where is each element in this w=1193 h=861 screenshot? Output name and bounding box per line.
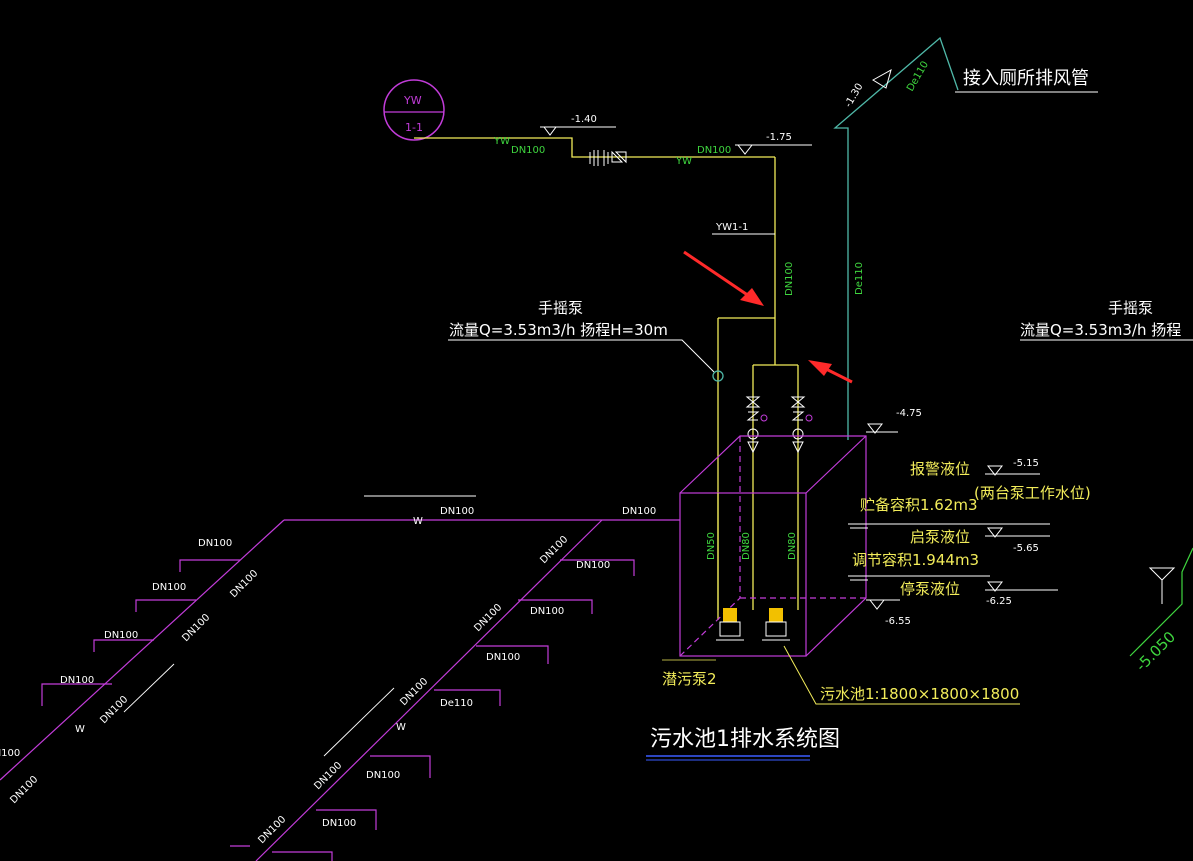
two-pump-level-label: (两台泵工作水位) [974,484,1091,502]
start-level-label: 启泵液位 [910,528,970,546]
pump-valves [745,396,806,454]
pump-discharge-manifold [752,318,799,610]
vent-pipe-label: 接入厕所排风管 [963,68,1089,89]
w-label-main: W [413,516,423,527]
w-label-right: W [396,722,406,733]
dn100-vert-label: DN100 [784,262,795,296]
yw-riser-symbol: YW 1-1 [383,79,445,141]
hand-pump-right-spec: 流量Q=3.53m3/h 扬程 [1020,321,1181,339]
dn100-branch-9: DN100 [322,818,356,829]
regulating-volume-label: 调节容积1.944m3 [852,551,979,569]
dn100-diag-7: DN100 [398,676,430,708]
submersible-pump-1 [716,608,744,641]
hand-pump-right-group: 手摇泵 流量Q=3.53m3/h 扬程 [1020,299,1193,341]
hand-pump-spec: 流量Q=3.53m3/h 扬程H=30m [449,321,668,339]
dn100-left-edge: DN100 [0,748,20,759]
red-arrow-1 [683,250,764,306]
elev-label-475: -4.75 [896,408,922,419]
dn100-branch-3: DN100 [104,630,138,641]
dn100-diag-2: DN100 [180,612,212,644]
yw-label-1: YW [493,136,510,147]
submersible-pump-2 [762,608,790,641]
yw-circle-top: YW [403,94,422,107]
sewage-pool-box [679,435,867,657]
dn50-label: DN50 [706,532,717,560]
dn100-diag-4: DN100 [8,774,40,806]
dn100-branch-4: DN100 [60,675,94,686]
dn100-diag-1: DN100 [228,568,260,600]
hand-pump-group: 手摇泵 流量Q=3.53m3/h 扬程H=30m [448,299,775,620]
top-drain-pipe: YW DN100 YW DN100 -1.40 -1.75 YW1-1 DN10… [414,114,812,318]
yw-circle-bottom: 1-1 [405,121,423,134]
drawing-title-group: 污水池1排水系统图 [646,727,840,761]
elev-label-140: -1.40 [571,114,597,125]
drawing-title: 污水池1排水系统图 [650,727,840,752]
dn100-branch-2: DN100 [152,582,186,593]
yw1-1-label: YW1-1 [715,222,748,233]
de110-branch: De110 [440,698,473,709]
elev-label-515: -5.15 [1013,458,1039,469]
dn100-label-1: DN100 [511,145,545,156]
dn100-diag-8: DN100 [312,760,344,792]
dn100-diag-6: DN100 [472,602,504,634]
storage-volume-label: 贮备容积1.62m3 [860,496,978,514]
right-edge-fragment: -5.050 [1129,547,1193,675]
dn100-diag-9: DN100 [256,814,288,846]
elev-label-565: -5.65 [1013,543,1039,554]
dn100-branch-8: DN100 [366,770,400,781]
dn80-label-1: DN80 [741,532,752,560]
drain-leaders [123,495,476,757]
level-annotations [848,423,1058,610]
dn80-label-2: DN80 [787,532,798,560]
vent-de110-vert-label: De110 [854,262,865,295]
hand-pump-title: 手摇泵 [538,299,583,317]
elev-marker-175 [735,144,812,155]
vent-pipe-group: 接入厕所排风管 De110 -1.30 De110 [833,36,1098,440]
gate-valve-symbol [589,150,627,166]
elev-label-5050: -5.050 [1132,628,1179,675]
red-arrow-2 [808,360,853,384]
dn100-main-2: DN100 [622,506,656,517]
alarm-level-label: 报警液位 [910,460,970,478]
dn100-branch-6: DN100 [530,606,564,617]
stop-level-label: 停泵液位 [900,580,960,598]
dn100-branch-1: DN100 [198,538,232,549]
vent-elev-marker [872,68,892,89]
elev-marker-140 [540,126,616,136]
dn100-main-1: DN100 [440,506,474,517]
sewage-pump-label: 潜污泵2 [662,670,717,688]
dn100-diag-5: DN100 [538,534,570,566]
yw-label-2: YW [675,156,692,167]
elev-label-655: -6.55 [885,616,911,627]
drain-network [0,519,680,861]
pump-gauges [760,414,813,422]
sewage-pool-label: 污水池1:1800×1800×1800 [820,685,1019,703]
w-label-left: W [75,724,85,735]
dn100-branch-5: DN100 [576,560,610,571]
dn100-label-2: DN100 [697,145,731,156]
elev-label-625: -6.25 [986,596,1012,607]
hand-pump-right-title: 手摇泵 [1108,299,1153,317]
elev-label-175: -1.75 [766,132,792,143]
dn100-branch-7: DN100 [486,652,520,663]
